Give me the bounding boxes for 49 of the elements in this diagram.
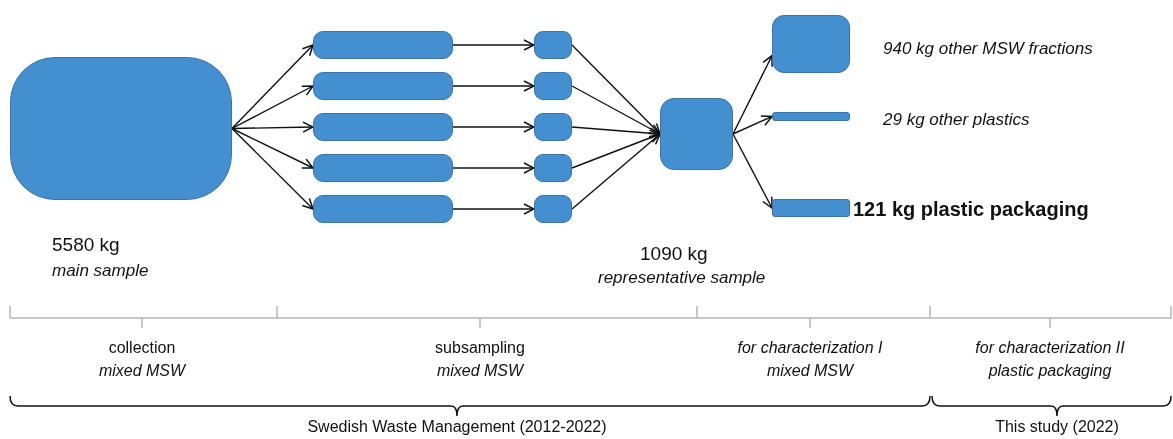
process-box bbox=[10, 57, 232, 200]
arrow bbox=[571, 44, 661, 135]
arrow bbox=[732, 115, 773, 135]
process-box bbox=[660, 98, 733, 170]
stage-label: plastic packaging bbox=[988, 361, 1112, 381]
arrow bbox=[231, 85, 314, 130]
process-box bbox=[313, 31, 453, 59]
arrow bbox=[732, 133, 773, 209]
stage-label: collection bbox=[108, 338, 176, 358]
stage-label: for characterization I bbox=[737, 338, 883, 358]
process-box bbox=[534, 195, 572, 223]
process-box bbox=[534, 113, 572, 141]
stage-label: mixed MSW bbox=[766, 361, 854, 381]
arrow bbox=[732, 54, 773, 135]
node-caption: 121 kg plastic packaging bbox=[853, 198, 1089, 220]
arrow bbox=[231, 127, 314, 169]
arrow bbox=[571, 85, 661, 135]
arrow bbox=[231, 44, 314, 130]
weight-label: 5580 kg bbox=[52, 234, 120, 256]
stage-label: mixed MSW bbox=[98, 361, 186, 381]
arrow bbox=[571, 132, 661, 169]
bracket-label: Swedish Waste Management (2012-2022) bbox=[307, 417, 607, 437]
node-caption: 29 kg other plastics bbox=[883, 109, 1030, 131]
stage-label: for characterization II bbox=[975, 338, 1125, 358]
weight-label: 1090 kg bbox=[640, 243, 708, 265]
process-box bbox=[534, 31, 572, 59]
process-box bbox=[313, 72, 453, 100]
process-box bbox=[534, 154, 572, 182]
arrow bbox=[452, 39, 535, 51]
process-bar bbox=[772, 112, 850, 121]
arrow bbox=[231, 127, 314, 210]
arrow bbox=[452, 162, 535, 174]
process-box bbox=[313, 195, 453, 223]
arrow bbox=[231, 121, 314, 133]
stage-label: mixed MSW bbox=[436, 361, 524, 381]
arrow bbox=[452, 80, 535, 92]
node-caption: main sample bbox=[52, 260, 149, 282]
node-caption: representative sample bbox=[598, 267, 766, 289]
process-box bbox=[772, 15, 850, 73]
arrow bbox=[452, 203, 535, 215]
arrow bbox=[571, 133, 661, 210]
arrow bbox=[452, 121, 535, 133]
process-box bbox=[313, 113, 453, 141]
node-caption: 940 kg other MSW fractions bbox=[883, 38, 1093, 60]
process-box bbox=[534, 72, 572, 100]
bracket-label: This study (2022) bbox=[995, 417, 1119, 437]
stage-label: subsampling bbox=[435, 338, 525, 358]
process-box bbox=[313, 154, 453, 182]
process-bar bbox=[772, 199, 850, 217]
